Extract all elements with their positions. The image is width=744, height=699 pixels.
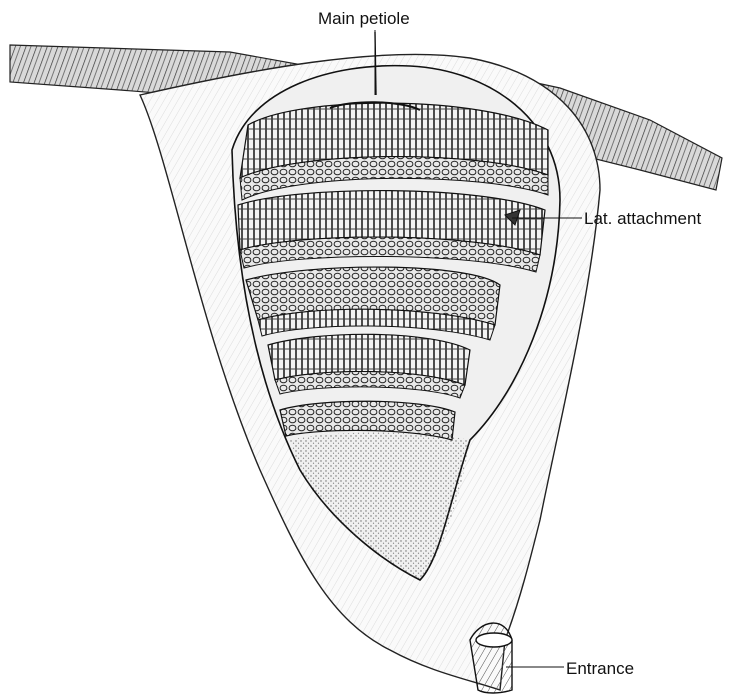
label-main-petiole: Main petiole [318, 10, 410, 27]
label-entrance: Entrance [566, 660, 634, 677]
label-lateral-attachment: Lat. attachment [584, 210, 701, 227]
